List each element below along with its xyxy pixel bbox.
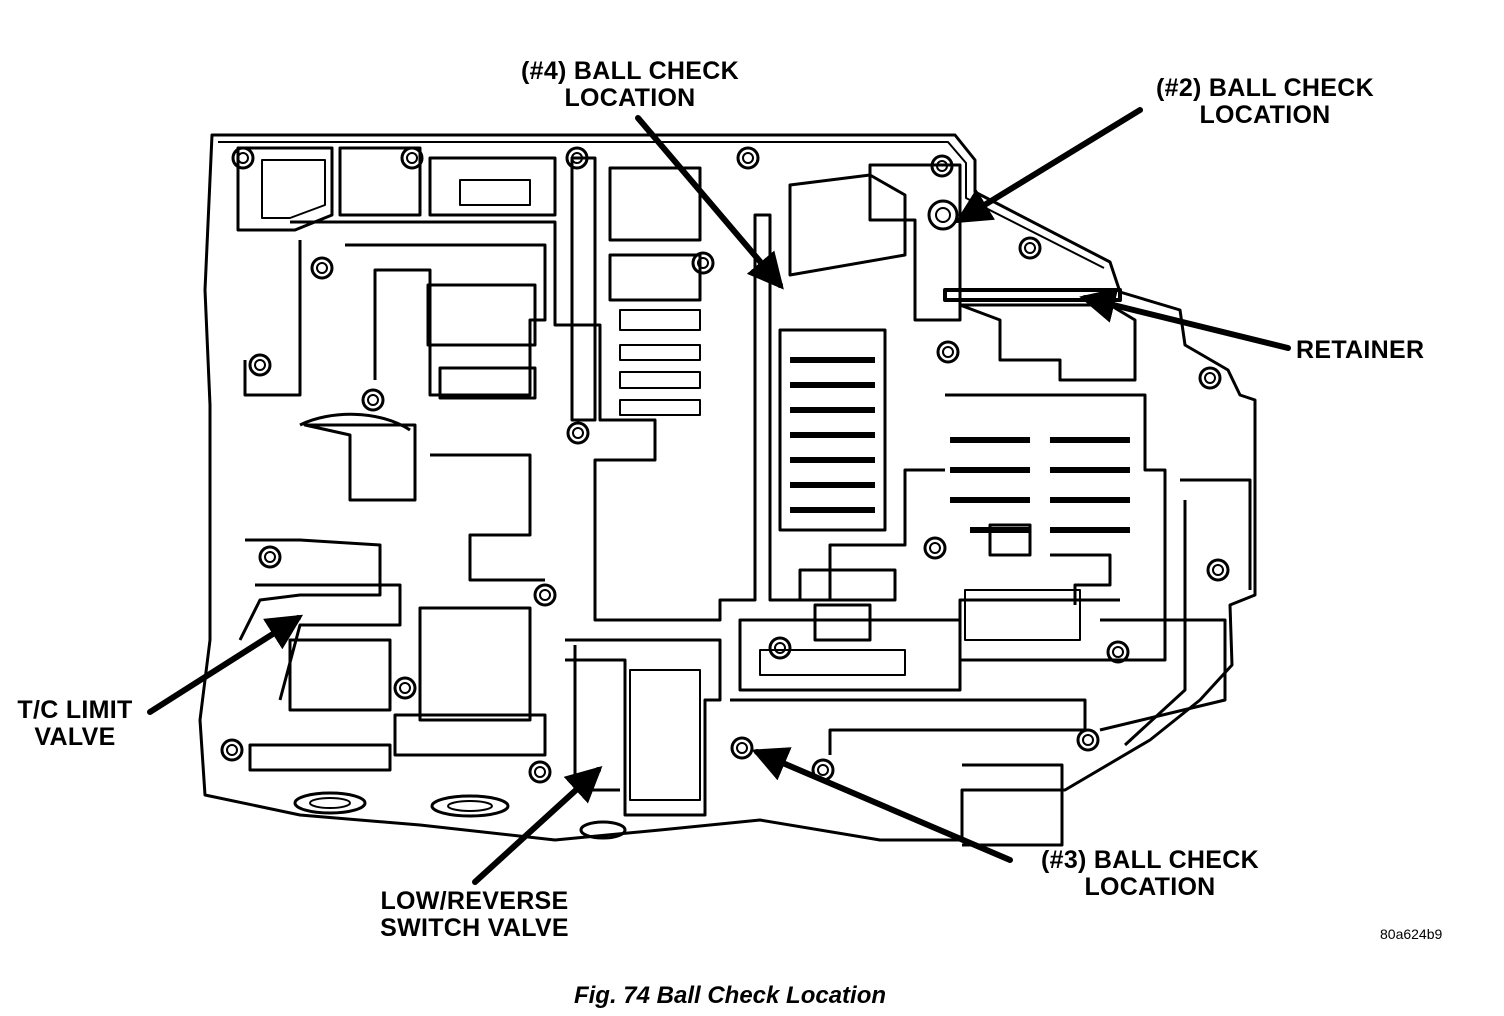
arrow-retainer (1079, 287, 1291, 351)
figure-caption: Fig. 74 Ball Check Location (573, 982, 887, 1009)
arrow-ball2 (954, 107, 1143, 224)
arrow-ball3 (751, 747, 1013, 863)
arrow-tclimit (147, 614, 304, 715)
figure-code: 80a624b9 (1380, 926, 1443, 942)
arrow-ball4 (635, 115, 784, 290)
arrow-lowrev (472, 765, 603, 885)
label-retainer: RETAINER (1296, 336, 1425, 364)
